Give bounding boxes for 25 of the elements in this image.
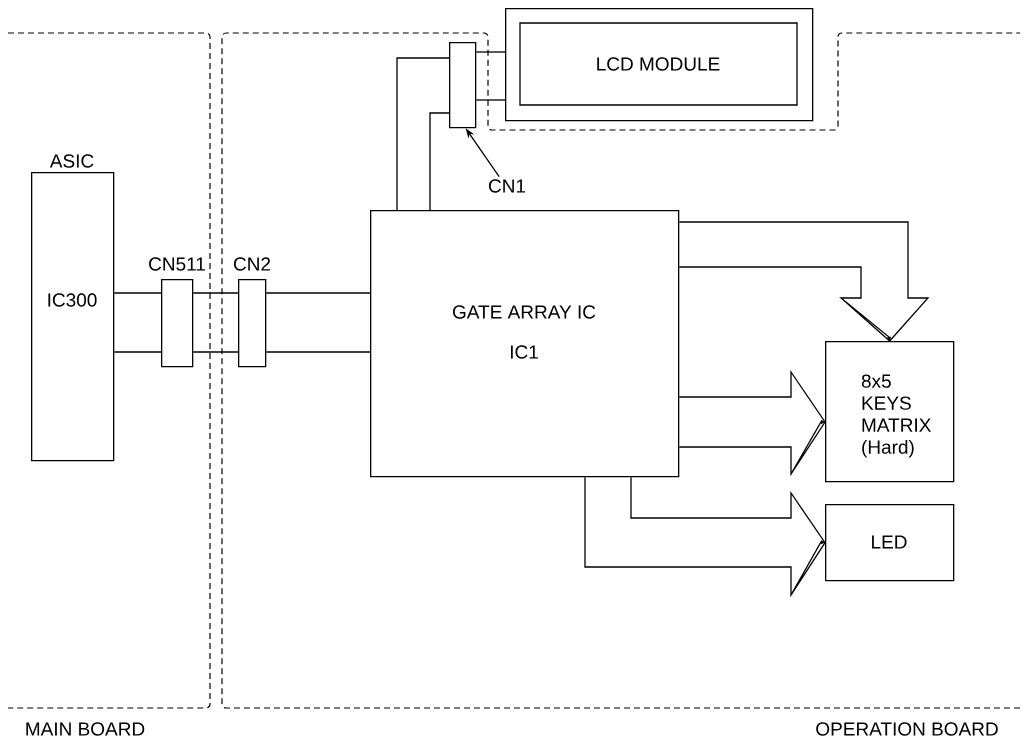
connector-label: CN1 [488, 179, 526, 193]
bus-arrow [678, 221, 930, 342]
connector-box [449, 42, 477, 129]
wire [475, 51, 506, 53]
wire [192, 292, 239, 294]
led-box: LED [825, 504, 955, 582]
node-label: ASIC [49, 154, 94, 168]
chip-box: GATE ARRAY IC IC1 [370, 210, 680, 478]
node-label: CN511 [149, 257, 205, 271]
wire [113, 351, 162, 353]
bus-arrow [584, 476, 826, 598]
wire [192, 351, 239, 353]
keys-matrix-box: 8x5 KEYS MATRIX (Hard) [825, 341, 955, 483]
wire [265, 351, 371, 353]
lcd-module-box: LCD MODULE [505, 8, 814, 122]
bus-arrow [678, 369, 826, 477]
wire [113, 292, 162, 294]
chip-box: ASIC IC300 [31, 154, 115, 462]
wire [475, 99, 506, 101]
wire [429, 112, 450, 211]
connector-box: CN511 [149, 257, 205, 368]
wire [396, 57, 450, 211]
wire [265, 292, 371, 294]
node-label: CN2 [233, 257, 271, 271]
connector-box: CN2 [233, 257, 271, 368]
